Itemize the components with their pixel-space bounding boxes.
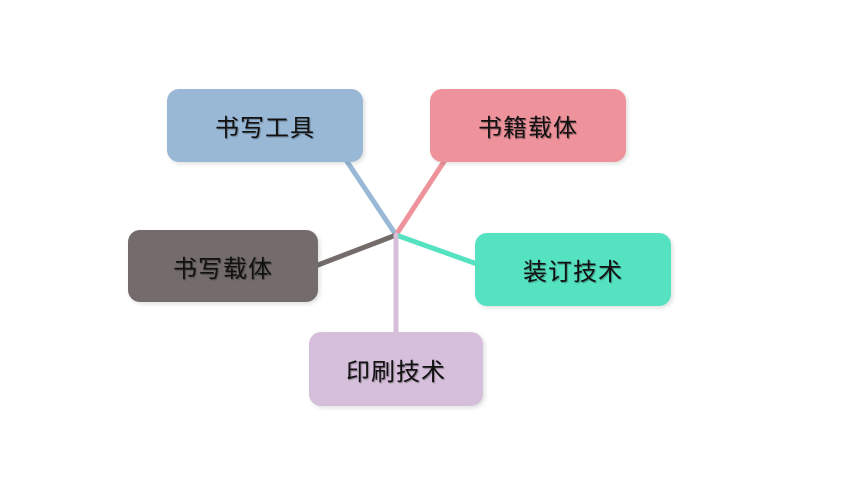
connector-writing-tools: [343, 157, 399, 238]
connector-binding: [393, 232, 480, 267]
node-label: 书写载体: [173, 254, 273, 283]
node-writing-medium: 书写载体: [128, 230, 318, 302]
node-label: 书籍载体: [478, 114, 578, 142]
connector-book-medium: [393, 157, 448, 238]
node-writing-tools: 书写工具: [167, 89, 363, 162]
node-label: 印刷技术: [346, 357, 446, 386]
node-label: 装订技术: [523, 258, 623, 286]
node-book-medium: 书籍载体: [430, 89, 626, 162]
connector-writing-medium: [315, 232, 399, 268]
node-label: 书写工具: [215, 114, 315, 142]
node-printing: 印刷技术: [309, 332, 483, 406]
node-binding: 装订技术: [475, 233, 671, 306]
